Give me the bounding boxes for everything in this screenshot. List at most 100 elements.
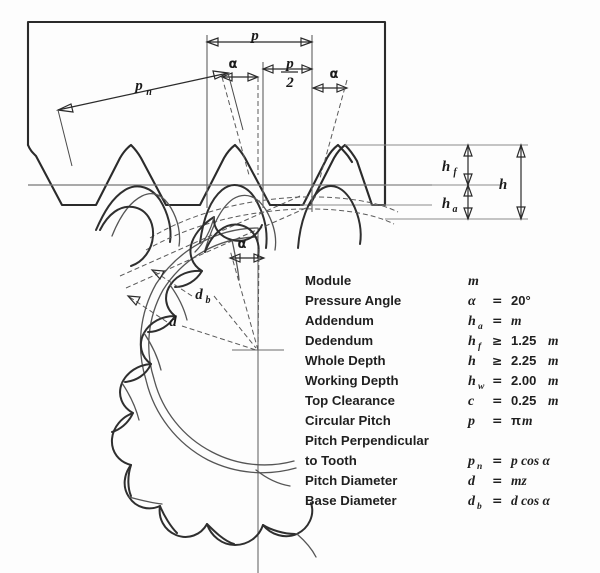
label-base-diameter: d [195,287,203,303]
term-name: Top Clearance [305,393,395,408]
term-name: Working Depth [305,373,399,388]
label-whole-depth: h [499,177,507,193]
term-name: Whole Depth [305,353,386,368]
label-pressure-angle-top-left: α [229,57,238,72]
d-arrowhead [126,295,141,307]
dim-arrow-p-left [205,37,219,47]
term-value-italic: mz [511,473,528,488]
term-value-italic: m [511,313,522,328]
term-relation: = [492,493,502,508]
gear-flank-detail-7 [296,533,317,558]
gear-root-outline [111,270,296,545]
db-arrowhead [150,269,165,281]
rack-profile-group [26,20,432,207]
dim-arrow-pn-right [212,70,231,80]
term-symbol: c [468,394,475,409]
term-name: to Tooth [305,453,357,468]
term-symbol-sub: b [477,502,482,512]
term-value-italic: m [548,353,559,368]
term-name: Circular Pitch [305,413,391,428]
table-row: Pitch Perpendicular [305,433,429,448]
term-symbol: h [468,374,476,389]
tooth-curve-a [95,185,172,243]
meshing-tooth-curves [95,184,362,251]
dim-arrow-phalf-right [301,64,314,74]
term-symbol: d [468,494,476,509]
term-name: Pitch Perpendicular [305,433,429,448]
gear-flank-detail-4 [143,332,162,371]
table-row: to Tooth p n = p cos α [305,453,550,472]
pn-end-tick-left [57,109,73,167]
table-row: Top Clearance c = 0.25 m [305,393,559,409]
label-half-pitch-numerator: p [284,56,294,72]
label-dedendum-height: h [442,159,450,175]
rack-tooth-profile [26,143,354,207]
alpha-left-flank-ref [221,76,250,176]
term-relation: = [492,313,502,328]
alpha-left-arrow-a [220,72,233,82]
term-symbol: d [468,474,476,489]
dim-arrow-pn-left [55,103,74,113]
gear-flank-detail-1 [194,216,215,253]
table-row: Module m [305,273,479,289]
term-symbol: p [467,454,475,469]
term-symbol: h [468,354,476,369]
term-symbol-sub: w [478,382,485,392]
term-relation: = [492,293,502,308]
term-name: Pressure Angle [305,293,401,308]
terminology-table: Module m Pressure Angle α = 20° Addendum… [305,273,559,512]
term-value: π [511,413,521,428]
label-pitch-diameter: d [169,314,177,330]
gear-alpha-ray-1 [229,249,259,351]
term-value: 1.25 [511,333,536,348]
rack-body-outline [26,20,387,152]
label-normal-pitch-sub: n [146,87,152,98]
term-symbol: h [468,314,476,329]
term-name: Pitch Diameter [305,473,397,488]
tooth-curve-d [204,194,277,251]
term-symbol: m [468,274,479,289]
term-value-italic: m [522,413,533,428]
dim-arrow-ha-bottom [463,207,473,221]
term-value: 20° [511,293,531,308]
base-circle-arc [148,236,295,466]
dim-arrow-p-right [300,37,314,47]
table-row: Whole Depth h ≥ 2.25 m [305,353,559,369]
tooth-curve-c [297,185,362,249]
gear-flank-detail-5 [121,382,140,421]
term-symbol: α [468,294,476,309]
action-line-1 [119,195,301,277]
label-gear-pressure-angle: α [238,237,247,252]
term-name: Dedendum [305,333,373,348]
label-circular-pitch: p [249,28,259,44]
term-value-italic: d cos α [511,493,550,508]
table-row: Circular Pitch p = π m [305,413,533,429]
table-row: Addendum h a = m [305,313,522,332]
term-symbol: h [468,334,476,349]
pn-end-tick-right [227,72,244,131]
gear-wheel-group [99,205,317,573]
dim-arrow-hf-bottom [463,173,473,187]
top-dimensions-group: p p 2 α α p n [55,28,349,212]
d-leader-to-center [181,325,257,351]
gear-leader-labels-group: α d b d [126,237,266,351]
gear-alpha-arrow-a [228,253,241,263]
alpha-right-flank-ref [319,79,348,179]
term-name: Base Diameter [305,493,397,508]
alpha-right-arrow-a [311,83,324,93]
gear-top-tooth-2 [204,223,260,258]
dim-arrow-h-bottom [516,206,526,221]
term-relation: = [492,473,502,488]
term-value-italic: p cos α [510,453,550,468]
term-symbol-sub: a [478,322,483,332]
action-arc-2 [145,208,395,251]
gear-flank-detail-3 [169,284,188,321]
table-row: Pitch Diameter d = mz [305,473,528,489]
gear-flank-detail-6 [128,496,163,505]
term-symbol: p [467,414,475,429]
term-relation: ≥ [492,333,502,348]
label-pressure-angle-top-right: α [330,67,339,82]
term-value-italic: m [548,393,559,408]
